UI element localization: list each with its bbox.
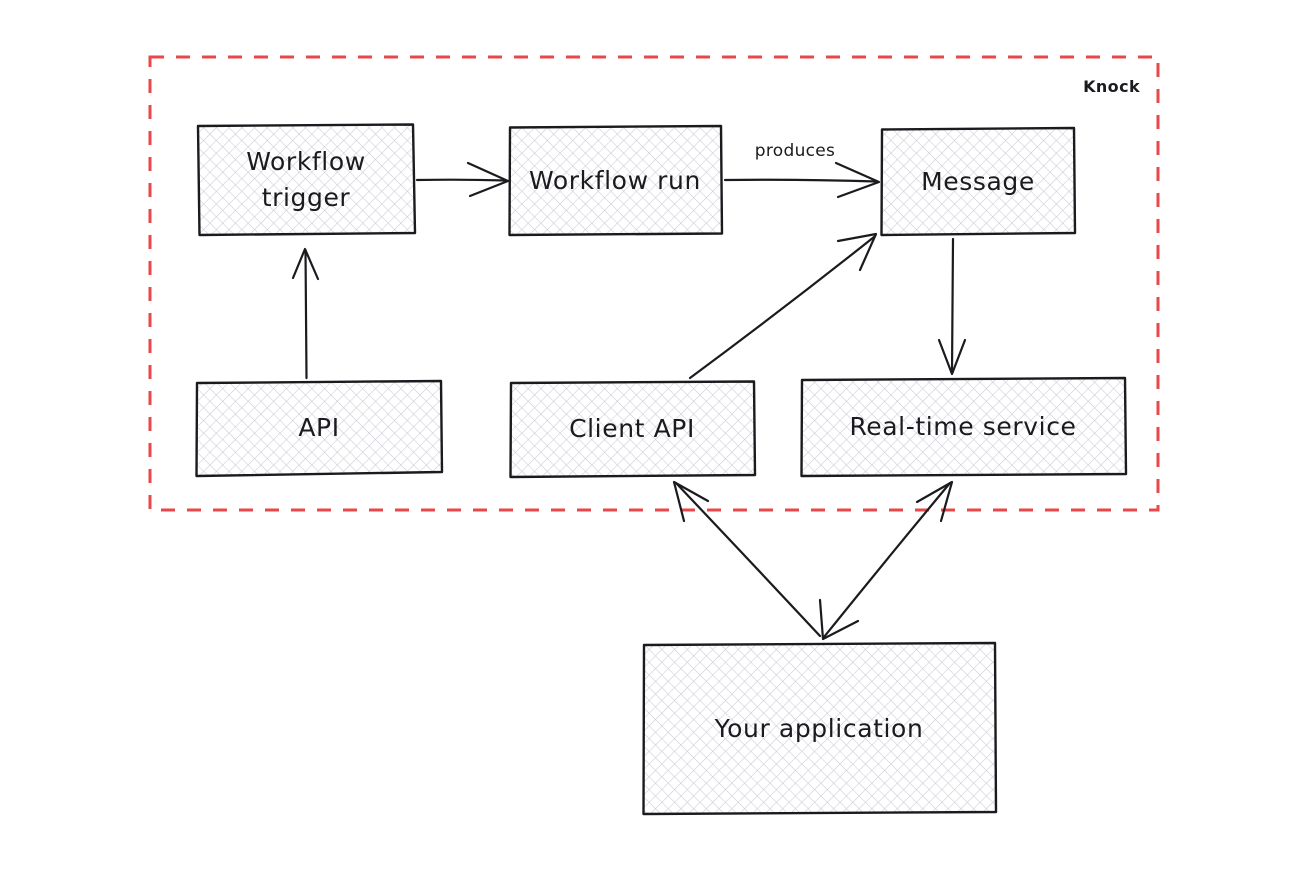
edge-api-to-trigger xyxy=(291,247,320,380)
node-your-application[interactable]: Your application xyxy=(642,641,998,816)
api-box xyxy=(195,379,444,478)
knock-group-label: Knock xyxy=(1083,77,1140,96)
client-api-label: Client API xyxy=(569,414,695,443)
realtime-service-box xyxy=(800,376,1128,478)
node-api[interactable]: API xyxy=(195,379,444,478)
node-client-api[interactable]: Client API xyxy=(509,380,757,479)
workflow-trigger-label-line2: trigger xyxy=(262,183,351,212)
edge-label-produces: produces xyxy=(755,141,835,161)
workflow-trigger-label-line1: Workflow xyxy=(246,147,366,176)
node-workflow-trigger[interactable]: Workflow trigger xyxy=(196,123,417,237)
client-api-box xyxy=(509,380,757,479)
edge-app-to-client-api xyxy=(672,480,822,638)
workflow-run-label: Workflow run xyxy=(529,166,701,195)
edge-message-to-realtime xyxy=(937,237,967,376)
knock-group-boundary xyxy=(148,55,1160,512)
edge-trigger-to-run xyxy=(415,161,510,198)
message-label: Message xyxy=(921,167,1035,196)
node-realtime-service[interactable]: Real-time service xyxy=(800,376,1128,478)
node-message[interactable]: Message xyxy=(880,126,1077,237)
your-application-label: Your application xyxy=(714,714,924,743)
edge-client-api-to-message xyxy=(688,232,878,380)
edge-run-to-message: produces xyxy=(723,141,881,199)
api-label: API xyxy=(298,413,339,442)
workflow-run-box xyxy=(508,124,724,237)
realtime-service-label: Real-time service xyxy=(849,412,1076,441)
workflow-trigger-box xyxy=(196,123,417,237)
message-box xyxy=(880,126,1077,237)
your-application-box xyxy=(642,641,998,816)
node-workflow-run[interactable]: Workflow run xyxy=(508,124,724,237)
edge-realtime-and-app xyxy=(818,480,954,641)
